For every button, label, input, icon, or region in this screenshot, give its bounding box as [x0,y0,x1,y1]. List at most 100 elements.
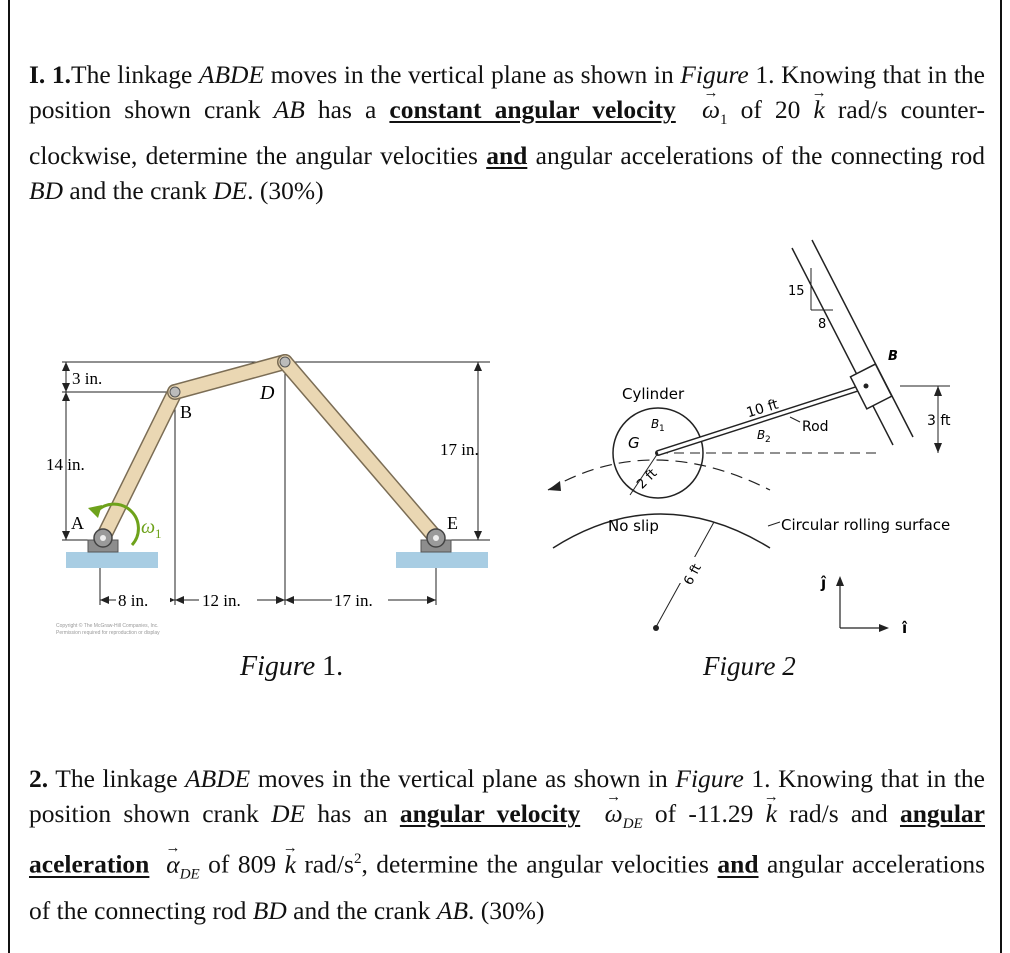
figure-2-caption: Figure 2 [703,651,796,681]
q2-alpha-subscript: DE [179,866,200,883]
q1-k-unit-vector: k [814,92,825,127]
copyright-line-1: Copyright © The McGraw-Hill Companies, I… [56,622,159,629]
q2-figure-ref: Figure [675,764,744,793]
circular-rolling-surface [552,513,771,549]
crank-de [278,355,443,545]
q1-highlight-and: and [486,141,528,171]
axis-j: ĵ [820,574,827,592]
label-b2: B [757,428,765,442]
guide-line-2 [811,239,914,438]
q2-text: has an [305,799,400,828]
two-ft-label: 2 ft [634,466,660,492]
rod-label: Rod [802,419,829,435]
q2-number: 2. [29,764,49,793]
label-b1-sub: 1 [659,424,665,434]
q1-crank-de: DE [213,176,248,206]
figure-1: 3 in. 14 in. 17 in. [46,354,490,636]
axis-i: î [901,619,908,637]
q1-crank-ab: AB [273,95,305,124]
label-b1: B [651,417,659,431]
page-border-right [1000,0,1002,953]
omega1-arrow [94,502,140,547]
q2-k-unit-vector: k [766,796,777,831]
q2-text: rad/s and [776,799,900,828]
fig1-dim-14in: 14 in. [46,455,85,474]
figure-1-caption-number: 1. [315,651,344,682]
q2-text: angular accelerations of the connecting … [29,849,985,925]
omega1-subscript: 1 [155,526,162,541]
q2-crank-de: DE [271,799,306,828]
q2-text: of -11.29 [642,799,754,828]
q2-k-unit-vector-2: k [285,847,296,882]
q2-text: rad/s [295,849,354,879]
label-d: D [259,382,275,404]
q2-highlight-and: and [717,849,759,879]
rod-bd [168,355,292,399]
question-1: I. 1.The linkage ABDE moves in the verti… [29,57,985,208]
q1-text: moves in the vertical plane as shown in [264,60,681,89]
three-ft-label: 3 ft [927,413,951,429]
q1-text: rad/s counter-clockwise, determine the a… [29,95,986,171]
q2-crank-ab: AB [436,895,469,925]
fig1-dim-17in-horizontal: 17 in. [334,591,373,610]
figure-2: 2 ft 15 8 3 ft Cylinder G B 1 B 2 10 ft … [547,239,951,637]
slope-8: 8 [818,317,826,332]
support-a [87,528,119,553]
q2-omega-subscript: DE [622,816,643,833]
q1-text: and the crank [63,176,214,206]
no-slip-label: No slip [608,517,659,535]
fig1-dim-17in-vertical: 17 in. [440,440,479,459]
question-2: 2. The linkage ABDE moves in the vertica… [29,761,985,928]
q2-highlight-angular-velocity: angular velocity [399,799,581,828]
label-e: E [447,513,458,533]
figure-1-caption: Figure 1. [240,651,343,683]
ground-left [66,552,158,568]
page-border-left [8,0,10,953]
q2-linkage-name: ABDE [185,764,251,793]
q1-text: angular accelerations of the connecting … [527,141,985,171]
omega1-label: ω [141,516,155,538]
label-b: B [180,402,192,422]
q1-omega-symbol: ω [702,92,720,127]
q1-text: has a [304,95,390,124]
q2-text: , determine the angular velocities [361,849,718,879]
q2-highlight-angular-acceleration: angular aceleration [29,799,986,879]
fig1-dim-3in: 3 in. [72,369,102,388]
q1-omega-subscript: 1 [719,112,728,129]
label-b-slider: B [888,349,898,364]
label-b2-sub: 2 [765,435,771,445]
q2-text: The linkage [48,764,186,793]
copyright-line-2: Permission required for reproduction or … [56,630,160,636]
label-a: A [71,513,84,533]
q2-text: of 809 [199,849,277,879]
q2-text: . (30%) [468,895,545,925]
q2-rod-bd: BD [252,895,287,925]
cylinder-label: Cylinder [622,385,685,403]
guide-line-1 [791,247,894,446]
q2-text: moves in the vertical plane as shown in [250,764,676,793]
support-e [420,528,452,553]
crank-ab [96,385,182,545]
ground-right [396,552,488,568]
q2-squared: 2 [353,851,362,868]
cylinder [612,407,704,499]
q1-text: The linkage [71,60,199,89]
q1-linkage-name: ABDE [198,60,265,89]
rod [657,384,867,455]
q1-highlight-constant-angular-velocity: constant angular velocity [389,95,676,124]
fig1-dim-8in: 8 in. [118,591,148,610]
surface-label: Circular rolling surface [781,516,950,534]
q2-alpha-symbol: α [166,847,179,882]
q1-rod-bd: BD [29,176,63,206]
q1-text: of 20 [727,95,801,124]
q1-number: I. 1. [29,60,72,89]
q2-omega-symbol: ω [605,796,623,831]
path-arc-dashed [547,459,771,491]
figure-1-caption-word: Figure [240,651,316,682]
q2-text: and the crank [286,895,437,925]
q1-text: 1. Knowing that in the position shown cr… [29,60,985,124]
label-g: G [628,434,640,452]
fig1-dim-12in: 12 in. [202,591,241,610]
slope-15: 15 [788,284,805,299]
